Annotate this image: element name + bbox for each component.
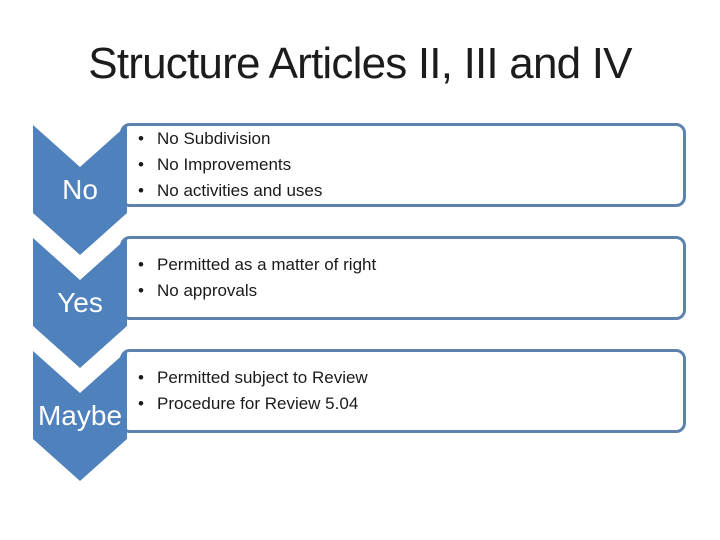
bullet-icon: •	[138, 394, 144, 413]
chevron-down-icon	[33, 238, 127, 368]
bullet-text: No activities and uses	[157, 181, 323, 200]
bullet-icon: •	[138, 181, 144, 200]
chevron-down-shape-yes	[33, 238, 127, 368]
bullet-item: • No Improvements	[138, 152, 683, 178]
bullet-icon: •	[138, 368, 144, 387]
chevron-down-icon	[33, 351, 127, 481]
bullet-icon: •	[138, 129, 144, 148]
bullet-item: • Permitted as a matter of right	[138, 252, 683, 278]
bullet-item: • No approvals	[138, 278, 683, 304]
chevron-label-maybe: Maybe	[37, 400, 123, 431]
content-box-yes: • Permitted as a matter of right • No ap…	[120, 236, 686, 320]
chevron-down-icon	[33, 125, 127, 255]
bullet-text: Procedure for Review 5.04	[157, 394, 359, 413]
bullet-item: • No activities and uses	[138, 178, 683, 204]
chevron-label-no: No	[62, 174, 98, 205]
chevron-label-yes: Yes	[57, 287, 103, 318]
bullet-item: • Procedure for Review 5.04	[138, 391, 683, 417]
bullet-text: Permitted subject to Review	[157, 368, 368, 387]
bullet-text: No approvals	[157, 281, 258, 300]
bullet-item: • No Subdivision	[138, 126, 683, 152]
slide-title: Structure Articles II, III and IV	[88, 39, 632, 88]
bullet-item: • Permitted subject to Review	[138, 365, 683, 391]
bullet-text: No Improvements	[157, 155, 292, 174]
content-box-maybe: • Permitted subject to Review • Procedur…	[120, 349, 686, 433]
chevron-down-shape-no	[33, 125, 127, 255]
bullet-text: Permitted as a matter of right	[157, 255, 377, 274]
bullet-icon: •	[138, 255, 144, 274]
chevron-down-shape-maybe	[33, 351, 127, 481]
content-box-no: • No Subdivision • No Improvements • No …	[120, 123, 686, 207]
bullet-icon: •	[138, 281, 144, 300]
bullet-text: No Subdivision	[157, 129, 271, 148]
bullet-icon: •	[138, 155, 144, 174]
